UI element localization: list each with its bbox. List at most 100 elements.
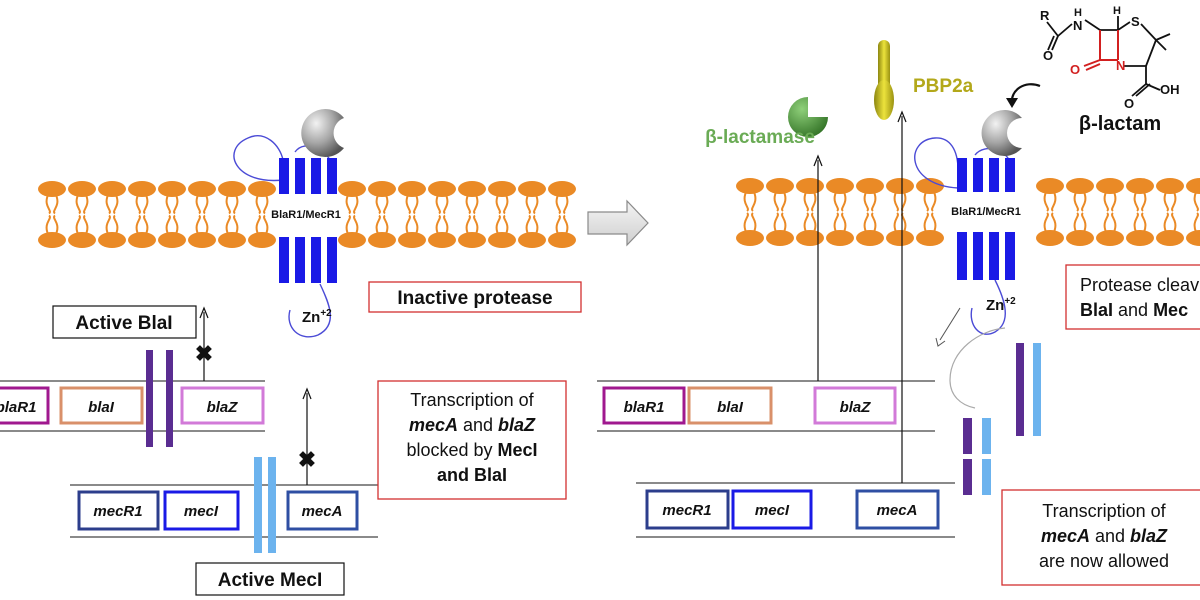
left-lipid-tail xyxy=(195,194,209,235)
left-lipid-head xyxy=(218,232,246,248)
right-helix-2 xyxy=(973,158,983,192)
right-membrane xyxy=(736,178,1200,246)
chem-o3: O xyxy=(1124,96,1134,111)
cleaved-fragment-4 xyxy=(982,459,991,495)
right-lipid-head xyxy=(916,178,944,194)
note-segment: blaZ xyxy=(1130,526,1168,546)
note-segment: and BlaI xyxy=(437,465,507,485)
right-lipid-tail xyxy=(1193,191,1199,233)
note-segment: MecI xyxy=(498,440,538,460)
active-meci-box xyxy=(195,562,345,596)
left-gene-blai xyxy=(59,386,144,425)
left-lipid-head xyxy=(338,232,366,248)
left-gene-blaz xyxy=(180,386,265,425)
right-lipid-tail xyxy=(863,191,877,233)
cleaved-meci-fragment xyxy=(1033,343,1041,436)
active-blai-text: Active BlaI xyxy=(75,313,172,334)
left-lipid-head xyxy=(128,181,156,197)
right-lipid-head xyxy=(796,230,824,246)
right-gene-mecr1 xyxy=(645,489,730,530)
right-lipid-tail xyxy=(923,191,937,233)
note-segment: and xyxy=(1113,300,1153,320)
right-gene-meci-label: mecI xyxy=(755,502,790,519)
left-lipid-head xyxy=(38,181,66,197)
left-lipid-tail xyxy=(135,194,149,235)
right-lipid-head xyxy=(796,178,824,194)
right-lipid-head xyxy=(736,178,764,194)
cleaved-fragment-2 xyxy=(982,418,991,454)
left-meca-block-mark: ✖ xyxy=(298,447,316,472)
cleaved-fragment-3 xyxy=(963,459,972,495)
left-helix-7 xyxy=(311,237,321,283)
right-gene-blar1 xyxy=(602,386,686,425)
right-lipid-head xyxy=(916,230,944,246)
left-lipid-tail xyxy=(45,194,59,235)
note-segment: Protease cleav xyxy=(1080,275,1199,295)
right-lipid-head xyxy=(1156,230,1184,246)
pbp2a-label: PBP2a xyxy=(913,76,974,97)
left-helix-3 xyxy=(311,158,321,194)
note-segment: and xyxy=(1090,526,1130,546)
right-lipid-tail xyxy=(1133,191,1147,233)
beta-lactam-structure xyxy=(1046,16,1171,97)
cleavage-curve xyxy=(949,327,1006,409)
right-lipid-tail xyxy=(773,191,787,233)
right-gene-blai-label: blaI xyxy=(717,399,744,416)
right-sensor-domain xyxy=(981,110,1022,156)
chem-r: R xyxy=(1040,8,1050,23)
left-lipid-head xyxy=(488,181,516,197)
left-receptor-label: BlaR1/MecR1 xyxy=(271,209,341,221)
left-lipid-head xyxy=(68,181,96,197)
left-lipid-tail xyxy=(525,194,539,235)
right-lipid-tail xyxy=(893,191,907,233)
left-lipid-tail xyxy=(375,194,389,235)
right-lipid-head xyxy=(766,178,794,194)
left-helix-8 xyxy=(327,237,337,283)
left-lipid-head xyxy=(488,232,516,248)
right-helix-6 xyxy=(973,232,983,280)
right-gene-blai xyxy=(687,386,773,425)
left-helix-1 xyxy=(279,158,289,194)
right-lipid-head xyxy=(1126,230,1154,246)
right-lipid-head xyxy=(1126,178,1154,194)
cleaved-fragment-1 xyxy=(963,418,972,454)
chem-o2: O xyxy=(1070,62,1080,77)
right-lipid-head xyxy=(1156,178,1184,194)
left-loop-c xyxy=(288,283,332,338)
right-lipid-head xyxy=(1186,230,1200,246)
right-lipid-tail xyxy=(1103,191,1117,233)
right-gene-meca-label: mecA xyxy=(877,502,918,519)
right-helix-8 xyxy=(1005,232,1015,280)
chem-s: S xyxy=(1131,14,1140,29)
beta-lactamase-label: β-lactamase xyxy=(705,127,815,148)
left-helix-2 xyxy=(295,158,305,194)
left-lipid-tail xyxy=(75,194,89,235)
left-gene-meca xyxy=(286,490,359,531)
note-segment: Mec xyxy=(1153,300,1188,320)
left-helix-6 xyxy=(295,237,305,283)
left-loop-a xyxy=(233,135,284,182)
inactive-protease-text: Inactive protease xyxy=(397,288,552,309)
right-helix-5 xyxy=(957,232,967,280)
right-helix-3 xyxy=(989,158,999,192)
chem-oh: OH xyxy=(1160,82,1180,97)
left-lipid-head xyxy=(38,232,66,248)
left-blaz-block-mark: ✖ xyxy=(195,341,213,366)
left-lipid-head xyxy=(218,181,246,197)
right-gene-blar1-label: blaR1 xyxy=(624,399,665,416)
beta-lactam-ring xyxy=(1083,30,1119,71)
right-loop-a xyxy=(914,137,959,189)
right-gene-meca xyxy=(855,489,940,530)
note-segment: mecA xyxy=(409,415,458,435)
left-lipid-head xyxy=(428,232,456,248)
left-lipid-head xyxy=(368,232,396,248)
beta-lactam-label: β-lactam xyxy=(1079,113,1161,135)
left-blai-repressor-1 xyxy=(146,350,153,447)
left-lipid-head xyxy=(548,181,576,197)
right-lipid-tail xyxy=(1073,191,1087,233)
left-lipid-tail xyxy=(495,194,509,235)
right-lipid-tail xyxy=(803,191,817,233)
